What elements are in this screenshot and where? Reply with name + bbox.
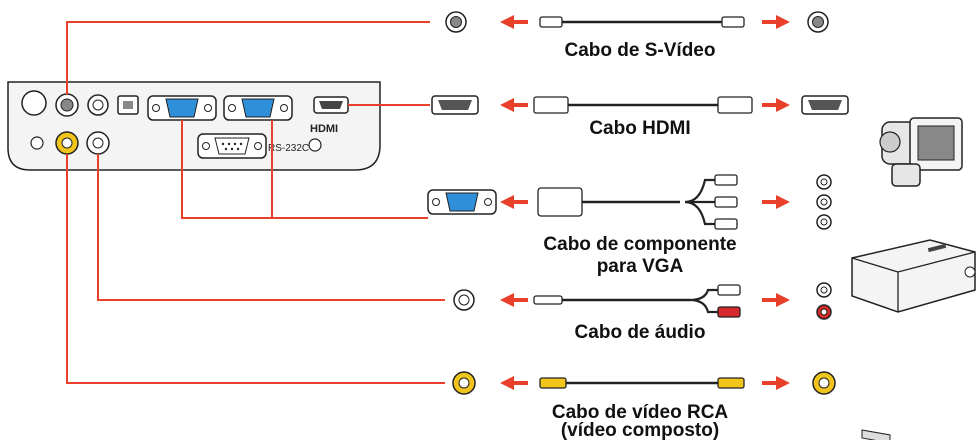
- arrow-left-rca: [500, 376, 514, 390]
- svideo-row: [445, 11, 829, 33]
- vga-port-1: [147, 95, 217, 121]
- component-jacks: [816, 174, 832, 230]
- camcorder-icon: [879, 117, 963, 187]
- rca-plug-right: [717, 377, 745, 389]
- rca-jack-left: [452, 371, 476, 395]
- guide-lines: [66, 21, 445, 384]
- arrow-right-component: [776, 195, 790, 209]
- arrow-right-rca: [776, 376, 790, 390]
- component-cable-label-line1: Cabo de componente: [543, 234, 737, 255]
- arrow-left-hdmi: [500, 98, 514, 112]
- rs232c-port-label: RS-232C: [268, 143, 309, 154]
- audio-row: [453, 282, 832, 320]
- svideo-guide-line: [66, 21, 430, 95]
- audio-cable-label: Cabo de áudio: [574, 322, 706, 343]
- svideo-plug-left: [539, 16, 563, 28]
- vga-guide-line: [181, 120, 428, 219]
- rs232c-port: [197, 133, 267, 159]
- rca-plug-left: [539, 377, 567, 389]
- audio-jacks-lr: [816, 282, 832, 320]
- hdmi-cable-label: Cabo HDMI: [589, 118, 691, 139]
- arrow-right-hdmi: [776, 98, 790, 112]
- svideo-plug-right: [721, 16, 745, 28]
- component-cable-label-line2: para VGA: [596, 256, 684, 277]
- hdmi-jack-left: [431, 95, 479, 115]
- video-rca-port: [55, 131, 79, 155]
- video-guide-line: [66, 154, 445, 384]
- svideo-jack-left: [445, 11, 467, 33]
- hdmi-port-label: HDMI: [310, 123, 338, 135]
- hdmi-port: [313, 96, 349, 114]
- audio-jack-left: [453, 289, 475, 311]
- hdmi-plug-right: [717, 96, 753, 114]
- usb-port: [117, 95, 139, 115]
- vga-plug: [537, 187, 583, 217]
- arrow-left-audio: [500, 293, 514, 307]
- arrow-right-audio: [776, 293, 790, 307]
- vcr-icon: [851, 239, 976, 440]
- svideo-port: [55, 93, 79, 117]
- hdmi-plug-left: [533, 96, 569, 114]
- rca-row: [452, 371, 836, 395]
- arrow-left-svideo: [500, 15, 514, 29]
- vga-jack: [427, 189, 497, 215]
- hdmi-jack-right: [801, 95, 849, 115]
- component-row: [427, 174, 832, 230]
- audio-in-port: [86, 131, 110, 155]
- svideo-cable-label: Cabo de S-Vídeo: [564, 40, 716, 61]
- vga-port-2: [223, 95, 293, 121]
- rca-cable-label-line2: (vídeo composto): [560, 420, 720, 441]
- arrow-left-vga: [500, 195, 514, 209]
- hdmi-row: [431, 95, 849, 115]
- svideo-jack-right: [807, 11, 829, 33]
- audio-plug-mini: [533, 295, 563, 305]
- rca-cable-label-line1: Cabo de vídeo RCA: [551, 402, 729, 423]
- rca-jack-right: [812, 371, 836, 395]
- audio-port: [87, 94, 109, 116]
- audio-guide-line: [97, 154, 445, 301]
- arrow-right-svideo: [776, 15, 790, 29]
